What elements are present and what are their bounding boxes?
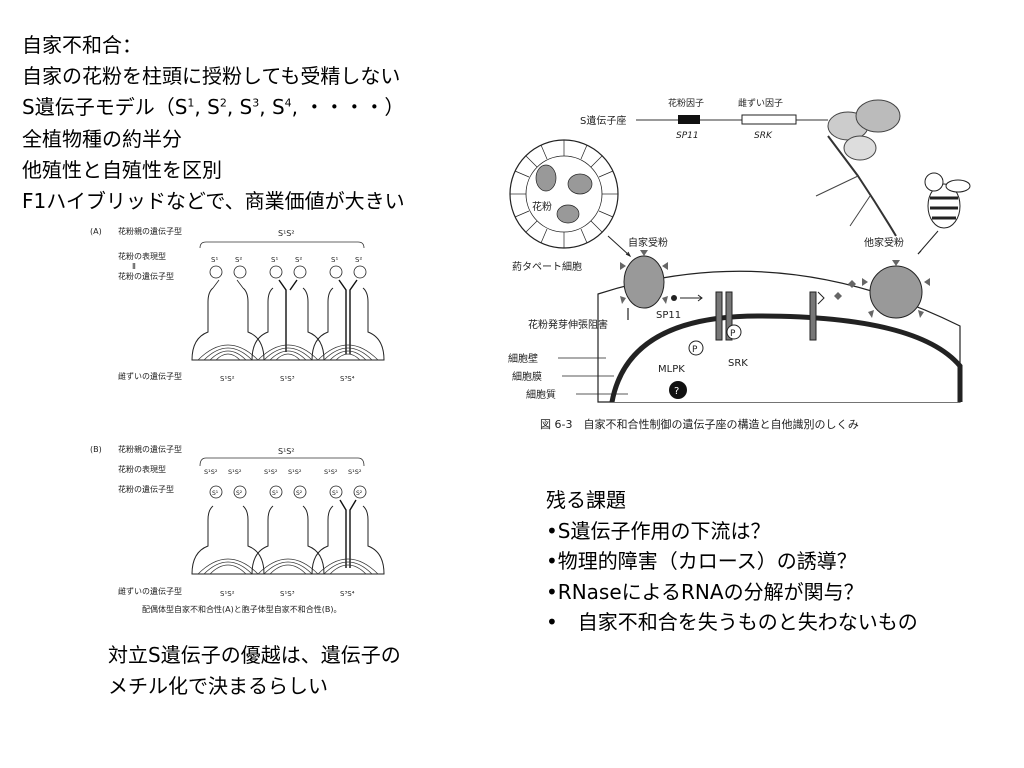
self-pollination-label: 自家受粉 <box>628 236 668 249</box>
pollen-factor-label: 花粉因子 <box>668 97 704 109</box>
intro-line-1: 自家不和合： <box>22 33 142 57</box>
svg-text:S¹: S¹ <box>211 256 218 264</box>
bee-icon <box>924 172 971 229</box>
fig-a-row-parent: 花粉親の遺伝子型 <box>118 226 182 236</box>
intro-line-2: 自家の花粉を柱頭に授粉しても受精しない <box>22 64 401 89</box>
pollen-label: 花粉 <box>532 200 552 213</box>
sp11-protein-label: SP11 <box>656 310 681 321</box>
fig-b-pistil-1: S¹ S² <box>191 485 265 575</box>
srk-gene-label: SRK <box>754 131 773 141</box>
fig-a-pistil-geno-3: S³S⁴ <box>340 375 355 383</box>
srk-gene-box <box>741 114 797 125</box>
svg-text:S²: S² <box>235 256 242 264</box>
intro-line-6: F1ハイブリッドなどで、商業価値が大きい <box>22 189 405 214</box>
fig-a-row-pistil: 雌ずいの遺伝子型 <box>118 371 182 381</box>
svg-text:P: P <box>730 329 736 339</box>
fig-a-pistil-geno-2: S¹S³ <box>280 375 295 383</box>
intro-line-5: 他殖性と自殖性を区別 <box>22 157 222 182</box>
fig-a-row-pollen: 花粉の遺伝子型 <box>118 271 174 281</box>
fig-a-parent-genotype: S¹S² <box>278 229 295 238</box>
figure-b-sporophytic: (B) 花粉親の遺伝子型 花粉の表現型 花粉の遺伝子型 雌ずいの遺伝子型 S¹S… <box>88 440 454 620</box>
cell-wall-label: 細胞壁 <box>508 352 538 365</box>
fig-b-row-pollen: 花粉の遺伝子型 <box>118 484 174 494</box>
fig-a-pistil-geno-1: S¹S² <box>220 375 235 383</box>
svg-text:S¹S²: S¹S² <box>324 468 338 476</box>
fig-b-pistil-geno-3: S³S⁴ <box>340 590 355 598</box>
mlpk-label: MLPK <box>658 364 685 375</box>
figure-s-locus-recognition: S遺伝子座 花粉因子 雌ずい因子 SP11 SRK 花粉 葯タペート細胞 <box>498 86 980 442</box>
note-line-1: 対立S遺伝子の優越は、遺伝子の <box>108 643 401 667</box>
fig-b-pistil-2: S¹ S² <box>251 485 325 575</box>
fig-b-caption: 配偶体型自家不和合性(A)と胞子体型自家不和合性(B)。 <box>142 604 341 614</box>
fig-b-row-pheno: 花粉の表現型 <box>118 464 166 474</box>
sp11-gene-box <box>678 115 700 124</box>
fig-b-row-pistil: 雌ずいの遺伝子型 <box>118 586 182 596</box>
fig-b-row-parent: 花粉親の遺伝子型 <box>118 444 182 454</box>
tapetum-label: 葯タペート細胞 <box>512 260 582 273</box>
svg-text:S¹S²: S¹S² <box>348 468 362 476</box>
svg-text:Ⅱ: Ⅱ <box>132 262 136 271</box>
remaining-title: 残る課題 <box>546 488 626 512</box>
svg-text:S²: S² <box>295 256 302 264</box>
svg-text:S²: S² <box>296 490 303 497</box>
unknown-factor-circle <box>669 381 687 399</box>
svg-text:S¹S²: S¹S² <box>228 468 242 476</box>
fig-a-row-pheno: 花粉の表現型 <box>118 251 166 261</box>
flower-branch <box>815 99 901 237</box>
fig-a-panel-label: (A) <box>90 227 102 236</box>
phospho-circle-1 <box>688 340 704 356</box>
cytoplasm-label: 細胞質 <box>526 388 556 401</box>
methylation-note: 対立S遺伝子の優越は、遺伝子の メチル化で決まるらしい <box>108 640 401 702</box>
pistil-factor-label: 雌ずい因子 <box>738 97 783 109</box>
fig-a-pistil-2: S¹ S² <box>251 256 325 361</box>
inhibition-label: 花粉発芽伸張阻害 <box>528 318 608 331</box>
intro-line-3: S遺伝子モデル（S1, S2, S3, S4, ・・・・） <box>22 95 405 120</box>
self-pollen-grain <box>620 250 668 309</box>
fig-b-parent-genotype: S¹S² <box>278 447 295 456</box>
svg-text:S¹: S¹ <box>271 256 278 264</box>
fig-b-pistil-3: S¹ S² <box>311 485 385 575</box>
svg-text:S²: S² <box>356 490 363 497</box>
svg-text:S¹: S¹ <box>272 490 279 497</box>
fig-a-pistil-3: S¹ S² <box>311 256 385 361</box>
svg-text:S²: S² <box>355 256 362 264</box>
anther-tapetum: 花粉 <box>509 139 619 249</box>
cross-pollen-grain <box>862 260 930 319</box>
svg-text:S²: S² <box>236 490 243 497</box>
sp11-gene-label: SP11 <box>676 131 699 141</box>
remaining-issues: 残る課題 •S遺伝子作用の下流は？ •物理的障害（カロース）の誘導？ •RNas… <box>546 485 918 638</box>
cell-membrane-label: 細胞膜 <box>512 370 542 383</box>
phospho-circle-2 <box>726 324 742 340</box>
fig-a-pistil-1: S¹ S² <box>191 256 265 361</box>
intro-line-4: 全植物種の約半分 <box>22 126 182 151</box>
fig-b-panel-label: (B) <box>90 445 102 454</box>
svg-text:S¹S²: S¹S² <box>288 468 302 476</box>
svg-text:S¹: S¹ <box>212 490 219 497</box>
svg-text:S¹S²: S¹S² <box>204 468 218 476</box>
s-locus-label: S遺伝子座 <box>580 114 626 127</box>
remaining-item-2: •物理的障害（カロース）の誘導？ <box>546 549 857 573</box>
cross-pollination-label: 他家受粉 <box>864 236 904 249</box>
intro-text: 自家不和合： 自家の花粉を柱頭に授粉しても受精しない S遺伝子モデル（S1, S… <box>22 30 492 217</box>
svg-text:?: ? <box>674 386 679 397</box>
remaining-item-1: •S遺伝子作用の下流は？ <box>546 518 771 543</box>
srk-protein-label: SRK <box>728 358 748 369</box>
remaining-item-3: •RNaseによるRNAの分解が関与？ <box>546 579 864 604</box>
note-line-2: メチル化で決まるらしい <box>108 674 328 698</box>
fig-b-pistil-geno-2: S¹S³ <box>280 590 295 598</box>
svg-text:S¹: S¹ <box>332 490 339 497</box>
fig-b-pistil-geno-1: S¹S² <box>220 590 235 598</box>
svg-text:S¹S²: S¹S² <box>264 468 278 476</box>
svg-text:S¹: S¹ <box>331 256 338 264</box>
svg-text:P: P <box>692 345 698 355</box>
remaining-item-4: • 自家不和合を失うものと失わないもの <box>546 610 918 634</box>
figure-caption: 図 6-3 自家不和合性制御の遺伝子座の構造と自他識別のしくみ <box>540 417 859 431</box>
figure-a-gametophytic: (A) 花粉親の遺伝子型 花粉の表現型 Ⅱ 花粉の遺伝子型 雌ずいの遺伝子型 S… <box>88 222 454 442</box>
